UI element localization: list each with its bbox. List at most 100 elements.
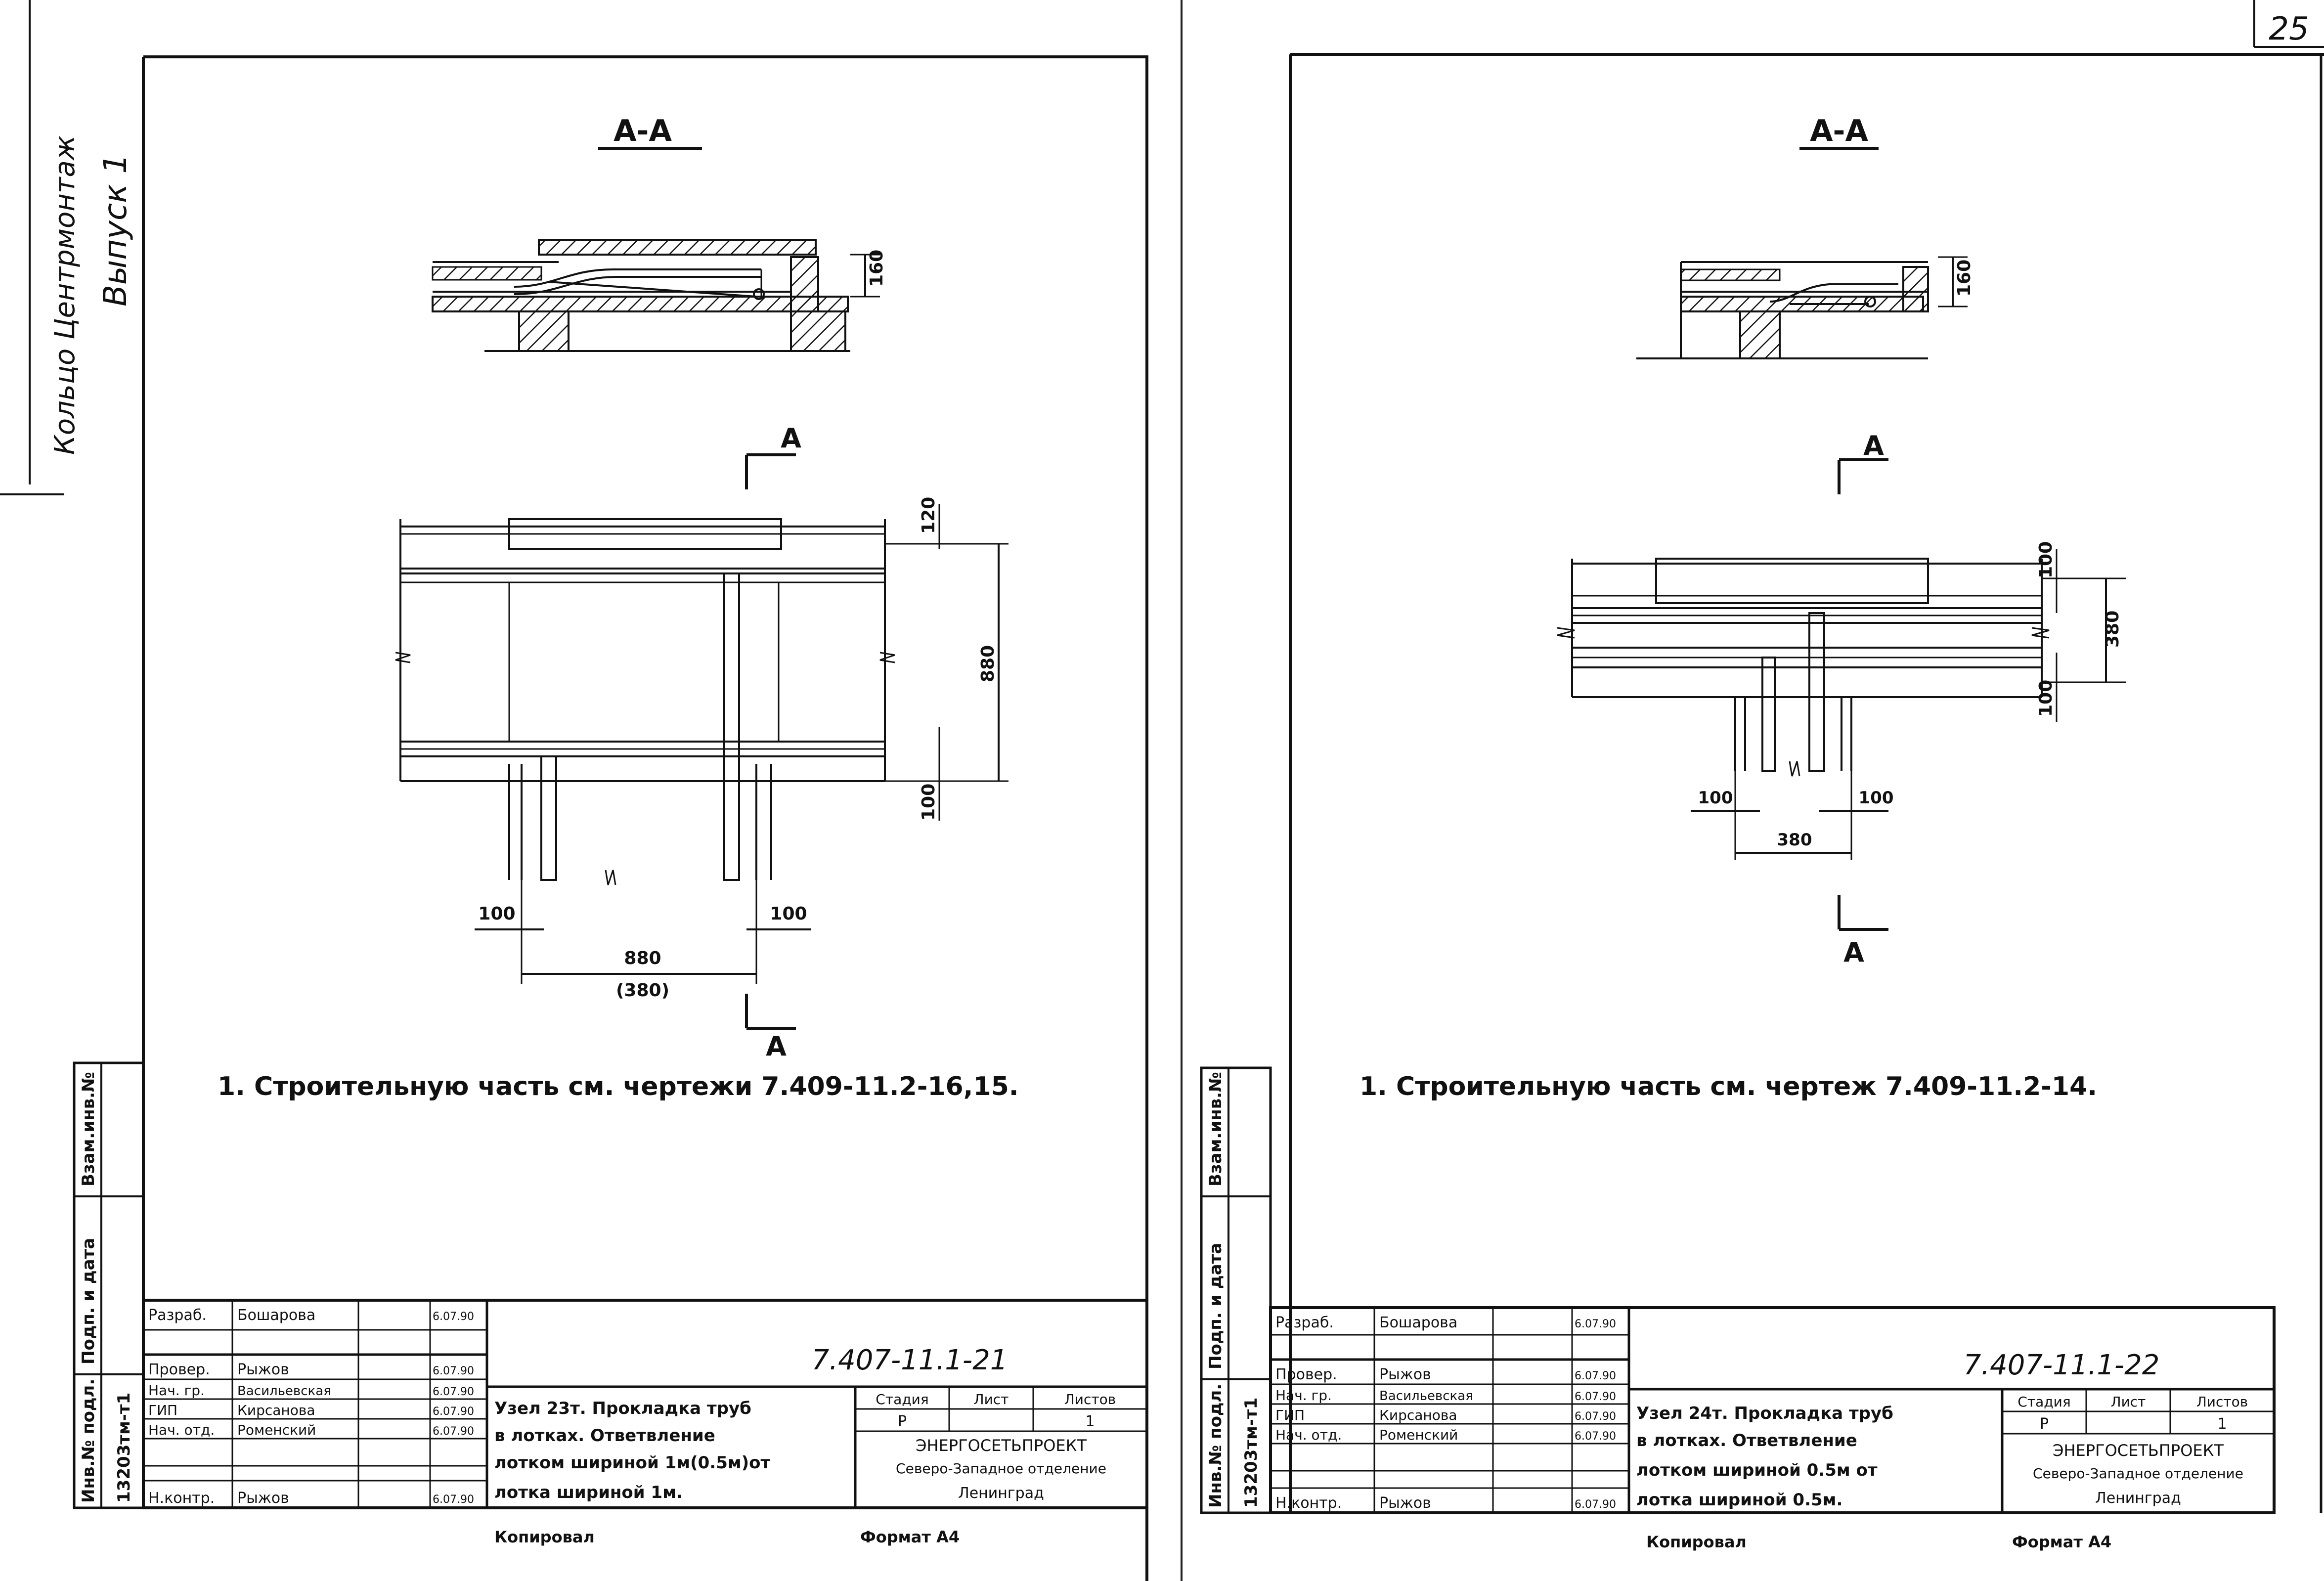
- side-label-inv-zam: Взам.инв.№: [1206, 1072, 1226, 1186]
- dim-right-offset: 100: [1859, 788, 1894, 808]
- dim-bottom-span: 880: [624, 948, 661, 968]
- tb-name-1: Рыжов: [237, 1361, 289, 1378]
- stamp-text-1: Кольцо Центрмонтаж: [49, 135, 81, 455]
- tb-title-line-1: в лотках. Ответвление: [494, 1426, 715, 1446]
- dim-bottom-span: 380: [1777, 830, 1812, 850]
- tb-name-4: Роменский: [1379, 1427, 1458, 1443]
- tb-name-3: Кирсанова: [237, 1402, 315, 1418]
- tb-title-line-0: Узел 24т. Прокладка труб: [1636, 1404, 1893, 1423]
- tb-name-0: Бошарова: [1379, 1314, 1457, 1331]
- side-label-podp-data: Подп. и дата: [1206, 1243, 1226, 1369]
- tb-name-5: Рыжов: [237, 1490, 289, 1507]
- tb-date-5: 6.07.90: [1575, 1498, 1616, 1511]
- tb-copied: Копировал: [494, 1528, 595, 1546]
- tb-role-1: Провер.: [1275, 1366, 1337, 1383]
- sheet-1-title-block: Разраб. Бошарова 6.07.90 Провер. Рыжов 6…: [142, 1299, 1148, 1546]
- dim-left-offset: 100: [478, 904, 515, 924]
- tb-date-4: 6.07.90: [1575, 1430, 1616, 1443]
- tb-sheet-header: Лист: [2111, 1394, 2146, 1410]
- tb-role-3: ГИП: [148, 1402, 177, 1418]
- tb-org-line-1: Северо-Западное отделение: [2033, 1465, 2243, 1482]
- sheet-2-title-block: Разраб. Бошарова 6.07.90 Провер. Рыжов 6…: [1269, 1306, 2276, 1551]
- tb-role-0: Разраб.: [148, 1307, 207, 1324]
- dim-span: 880: [978, 645, 998, 682]
- tb-role-5: Н.контр.: [148, 1490, 215, 1507]
- tb-name-5: Рыжов: [1379, 1494, 1431, 1512]
- tb-name-4: Роменский: [237, 1422, 316, 1438]
- tb-org-line-0: ЭНЕРГОСЕТЬПРОЕКТ: [2053, 1441, 2224, 1460]
- sheet-2-note: 1. Строительную часть см. чертеж 7.409-1…: [1359, 1072, 2097, 1101]
- tb-org-line-2: Ленинград: [2095, 1490, 2181, 1507]
- tb-role-0: Разраб.: [1275, 1314, 1334, 1331]
- sheet-2: Взам.инв.№ Подп. и дата Инв.№ подл. 1320…: [1200, 53, 2324, 1551]
- tb-title-line-1: в лотках. Ответвление: [1636, 1431, 1857, 1450]
- cut-label-bottom: А: [1843, 937, 1864, 968]
- sheet-2-side-column: Взам.инв.№ Подп. и дата Инв.№ подл. 1320…: [1200, 1066, 1272, 1514]
- tb-title-line-2: лотком шириной 1м(0.5м)от: [494, 1453, 771, 1473]
- side-label-inv-number: 13203тм-т1: [1241, 1398, 1261, 1508]
- tb-org-line-2: Ленинград: [958, 1485, 1044, 1502]
- cut-label-top: А: [1863, 430, 1884, 461]
- sheet-1-frame: [143, 55, 1148, 1581]
- tb-doc-code: 7.407-11.1-21: [812, 1344, 1008, 1376]
- section-title: А-А: [614, 114, 672, 148]
- tb-title-line-3: лотка шириной 1м.: [494, 1483, 683, 1502]
- dim-section-height: 160: [1954, 260, 1974, 297]
- tb-stage: Р: [2040, 1415, 2049, 1433]
- side-label-podp-data: Подп. и дата: [79, 1238, 98, 1364]
- side-label-inv-number: 13203тм-т1: [114, 1393, 134, 1503]
- tb-stage-header: Стадия: [2017, 1394, 2070, 1410]
- sheet-1-plan-view: А А: [395, 423, 1009, 1062]
- tb-date-1: 6.07.90: [433, 1365, 474, 1377]
- tb-role-4: Нач. отд.: [148, 1422, 215, 1438]
- side-label-inv-zam: Взам.инв.№: [79, 1072, 98, 1186]
- tb-sheets-total: 1: [1085, 1413, 1095, 1430]
- tb-sheet-header: Лист: [974, 1391, 1009, 1407]
- sheet-2-plan-view: А А: [1557, 430, 2126, 968]
- sheet-1-side-column: Взам.инв.№ Подп. и дата Инв.№ подл. 1320…: [73, 1061, 145, 1509]
- dim-left-offset: 100: [1698, 788, 1733, 808]
- tb-title-line-2: лотком шириной 0.5м от: [1636, 1460, 1878, 1480]
- tb-name-2: Васильевская: [237, 1384, 331, 1399]
- tb-title-line-0: Узел 23т. Прокладка труб: [494, 1399, 751, 1418]
- tb-title-line-3: лотка шириной 0.5м.: [1636, 1490, 1842, 1510]
- stamp-text-2: Выпуск 1: [97, 154, 134, 307]
- sheet-1-section-view: А-А 160: [432, 114, 887, 352]
- tb-date-3: 6.07.90: [1575, 1410, 1616, 1423]
- sheet-2-section-view: А-А 160: [1636, 114, 1974, 359]
- tb-format: Формат А4: [860, 1528, 960, 1546]
- tb-name-1: Рыжов: [1379, 1366, 1431, 1383]
- tb-role-2: Нач. гр.: [1275, 1387, 1332, 1404]
- side-label-inv-podl: Инв.№ подл.: [79, 1379, 98, 1503]
- tb-name-3: Кирсанова: [1379, 1407, 1457, 1423]
- cut-label-bottom: А: [766, 1031, 787, 1062]
- tb-format: Формат А4: [2012, 1533, 2111, 1551]
- tb-org-line-0: ЭНЕРГОСЕТЬПРОЕКТ: [916, 1436, 1087, 1455]
- dim-span: 380: [2103, 611, 2123, 648]
- tb-date-0: 6.07.90: [1575, 1318, 1616, 1330]
- tb-date-3: 6.07.90: [433, 1405, 474, 1418]
- tb-copied: Копировал: [1646, 1533, 1747, 1551]
- dim-top-width: 100: [2036, 541, 2056, 578]
- section-title: А-А: [1810, 114, 1868, 148]
- tb-role-5: Н.контр.: [1275, 1494, 1342, 1512]
- page-number: 25: [2269, 11, 2309, 47]
- sheet-1: Взам.инв.№ Подп. и дата Инв.№ подл. 1320…: [73, 55, 1148, 1581]
- dim-section-height: 160: [867, 250, 887, 287]
- cut-label-top: А: [781, 423, 801, 454]
- dim-bottom-span-alt: (380): [616, 980, 669, 1001]
- tb-doc-code: 7.407-11.1-22: [1964, 1349, 2160, 1381]
- tb-name-2: Васильевская: [1379, 1389, 1473, 1404]
- tb-date-4: 6.07.90: [433, 1425, 474, 1438]
- dim-right-offset: 100: [770, 904, 807, 924]
- tb-stage: Р: [898, 1413, 907, 1430]
- tb-name-0: Бошарова: [237, 1307, 315, 1324]
- tb-date-0: 6.07.90: [433, 1311, 474, 1323]
- sheet-1-note: 1. Строительную часть см. чертежи 7.409-…: [218, 1072, 1019, 1101]
- tb-sheets-header: Листов: [2196, 1394, 2248, 1410]
- tb-role-3: ГИП: [1275, 1407, 1305, 1423]
- tb-role-2: Нач. гр.: [148, 1382, 205, 1399]
- tb-stage-header: Стадия: [876, 1391, 928, 1407]
- tb-role-1: Провер.: [148, 1361, 210, 1378]
